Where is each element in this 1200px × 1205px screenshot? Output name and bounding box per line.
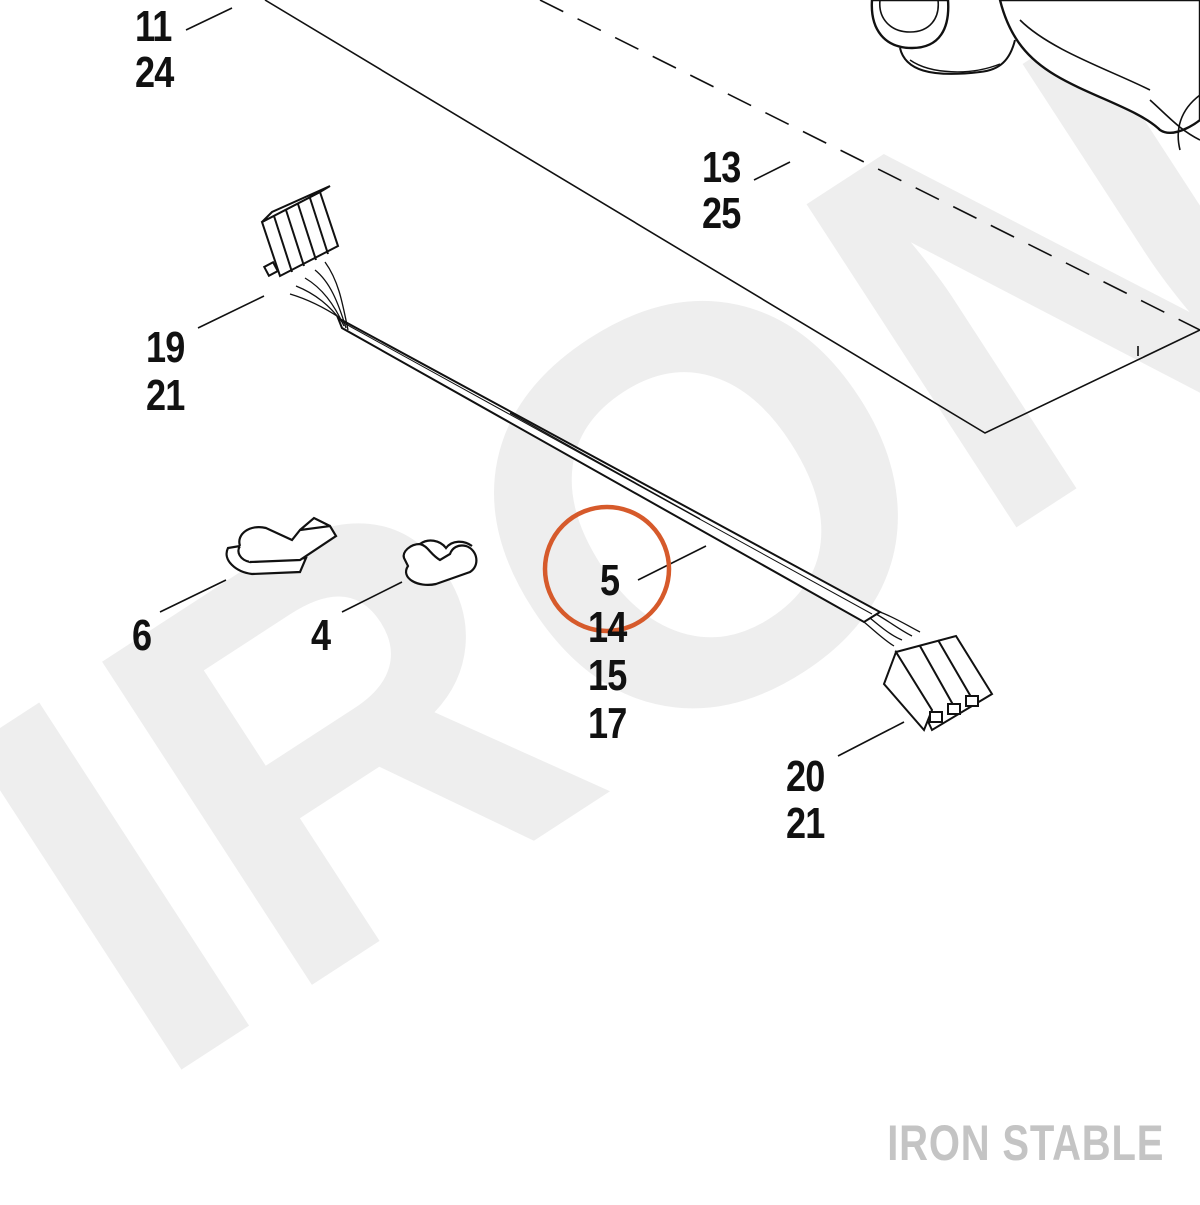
callout-21-lower: 21 <box>786 799 825 848</box>
wire-harness <box>289 261 921 647</box>
brand-logo-text: IRON STABLE <box>887 1115 1164 1171</box>
leader-lines <box>159 7 905 757</box>
callout-17: 17 <box>588 699 627 748</box>
connector-right <box>882 634 994 732</box>
callout-5: 5 <box>600 556 620 605</box>
callout-15: 15 <box>588 651 627 700</box>
callout-25: 25 <box>702 189 741 238</box>
callout-21-upper: 21 <box>146 371 185 420</box>
clip-part-6 <box>225 516 338 576</box>
switch-housing <box>870 0 1200 151</box>
highlight-circle <box>542 504 672 634</box>
callout-20: 20 <box>786 752 825 801</box>
callout-19: 19 <box>146 323 185 372</box>
callout-6: 6 <box>132 611 152 660</box>
callout-14: 14 <box>588 603 627 652</box>
connector-left <box>260 185 340 278</box>
callout-4: 4 <box>311 611 331 660</box>
callout-24: 24 <box>135 48 174 97</box>
harness-panel <box>264 0 1200 434</box>
callout-11: 11 <box>135 2 172 51</box>
callout-13: 13 <box>702 143 741 192</box>
clip-part-4 <box>402 539 478 586</box>
